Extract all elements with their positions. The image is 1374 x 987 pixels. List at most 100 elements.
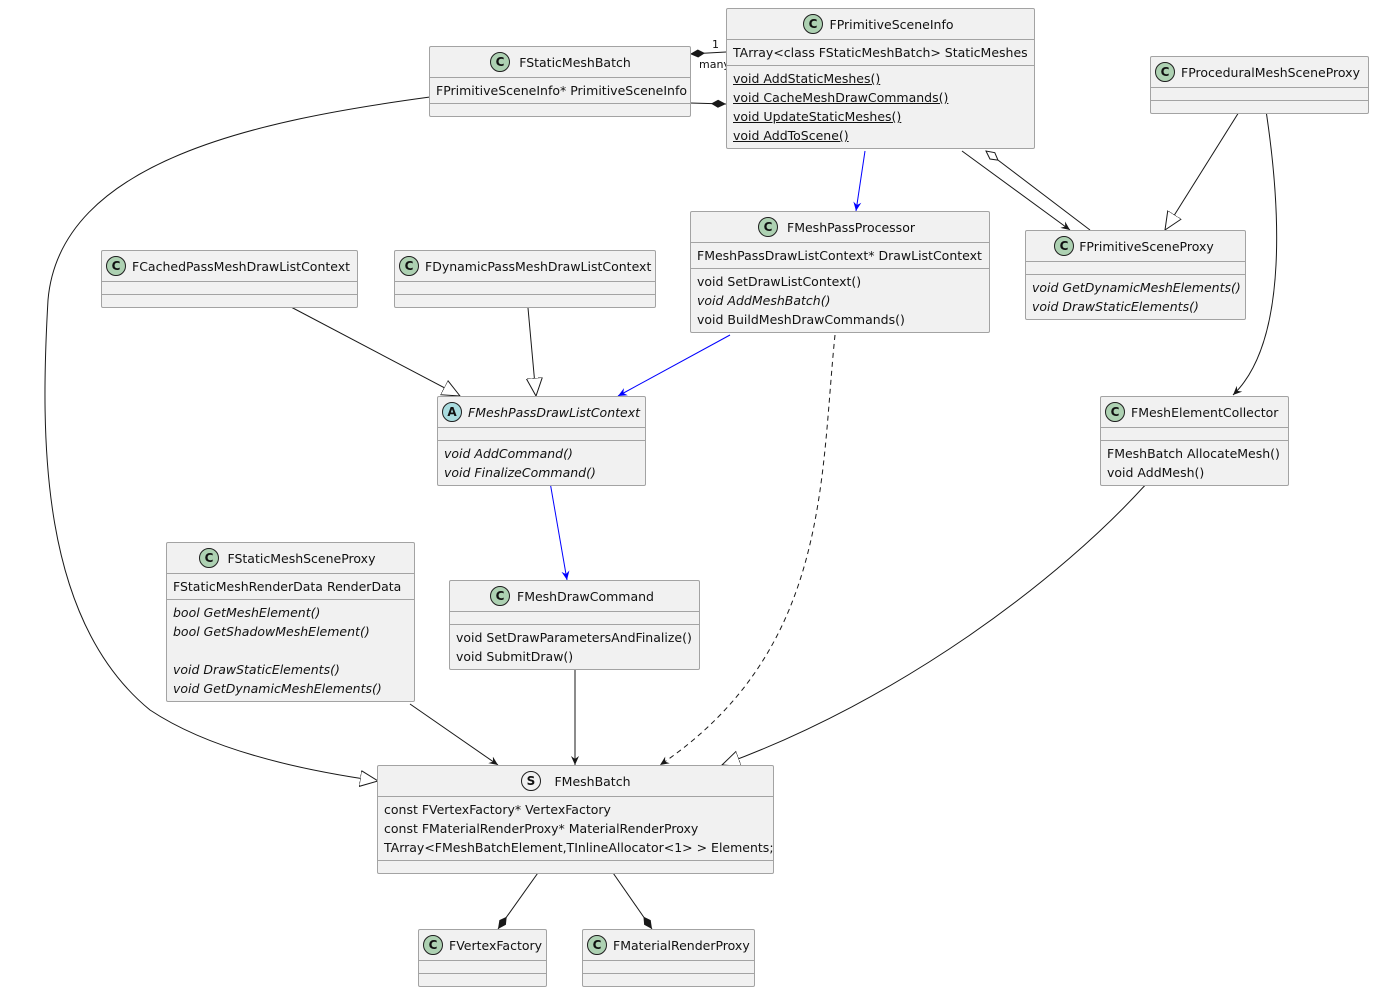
- class-name: FMeshDrawCommand: [517, 588, 654, 604]
- class-methods: void SetDrawParametersAndFinalize() void…: [450, 625, 699, 669]
- class-methods: FMeshBatch AllocateMesh() void AddMesh(): [1101, 441, 1288, 485]
- method: bool GetMeshElement(): [173, 605, 321, 620]
- class-methods: [102, 295, 357, 307]
- class-methods: [378, 861, 773, 873]
- rel-sceneproxy-aggregation-sceneinfo: [986, 151, 1091, 231]
- mult-many-label: many: [699, 58, 730, 71]
- class-stereotype-icon: C: [106, 256, 126, 276]
- class-fmeshdrawcommand[interactable]: C FMeshDrawCommand void SetDrawParameter…: [449, 580, 700, 670]
- class-methods: void GetDynamicMeshElements() void DrawS…: [1026, 275, 1245, 319]
- method: void GetDynamicMeshElements(): [173, 681, 382, 696]
- rel-staticproxy-meshbatch: [409, 703, 499, 766]
- method: void DrawStaticElements(): [173, 662, 340, 677]
- method: void BuildMeshDrawCommands(): [697, 312, 905, 327]
- rel-context-drawcommand: [549, 481, 570, 581]
- method: bool GetShadowMeshElement(): [173, 624, 370, 639]
- class-header: C FDynamicPassMeshDrawListContext: [395, 251, 655, 282]
- class-fstaticmeshbatch[interactable]: C FStaticMeshBatch FPrimitiveSceneInfo* …: [429, 46, 691, 117]
- class-stereotype-icon: C: [1105, 402, 1125, 422]
- class-header: C FMeshPassProcessor: [691, 212, 989, 243]
- class-methods: [395, 295, 655, 307]
- field: const FVertexFactory* VertexFactory: [384, 802, 611, 817]
- field: TArray<class FStaticMeshBatch> StaticMes…: [733, 45, 1028, 60]
- class-name: FMeshBatch: [554, 773, 631, 789]
- class-stereotype-icon: C: [423, 935, 443, 955]
- class-name: FVertexFactory: [449, 937, 543, 953]
- class-header: C FVertexFactory: [419, 930, 546, 961]
- class-fcachedpassmeshdrawlistcontext[interactable]: C FCachedPassMeshDrawListContext: [101, 250, 358, 308]
- rel-cached-extends-context: [271, 296, 460, 396]
- class-fields: [1026, 262, 1245, 275]
- class-fmaterialrenderproxy[interactable]: C FMaterialRenderProxy: [582, 929, 755, 987]
- class-stereotype-icon: C: [587, 935, 607, 955]
- class-methods: [1151, 101, 1368, 113]
- mult-one-label: 1: [712, 38, 719, 51]
- class-name: FStaticMeshSceneProxy: [227, 550, 376, 566]
- class-fields: [438, 428, 645, 441]
- class-header: A FMeshPassDrawListContext: [438, 397, 645, 428]
- class-fields: [583, 961, 754, 974]
- rel-meshbatch-vertexfactory: [497, 869, 541, 930]
- class-name: FCachedPassMeshDrawListContext: [132, 258, 351, 274]
- rel-meshbatch-materialproxy: [610, 869, 653, 930]
- class-fprimitivesceneproxy[interactable]: C FPrimitiveSceneProxy void GetDynamicMe…: [1025, 230, 1246, 320]
- class-stereotype-icon: C: [803, 14, 823, 34]
- field: FStaticMeshRenderData RenderData: [173, 579, 402, 594]
- class-fields: [102, 282, 357, 295]
- class-fields: FMeshPassDrawListContext* DrawListContex…: [691, 243, 989, 269]
- class-header: C FPrimitiveSceneInfo: [727, 9, 1034, 40]
- rel-collector-meshbatch: [722, 481, 1149, 765]
- method: void GetDynamicMeshElements(): [1032, 280, 1241, 295]
- class-methods: [583, 974, 754, 986]
- rel-sceneinfo-passprocessor: [853, 150, 866, 212]
- class-fprimitivesceneinfo[interactable]: C FPrimitiveSceneInfo TArray<class FStat…: [726, 8, 1035, 149]
- class-methods: [430, 104, 690, 116]
- class-fmeshbatch[interactable]: S FMeshBatch const FVertexFactory* Verte…: [377, 765, 774, 874]
- class-fstaticmeshsceneproxy[interactable]: C FStaticMeshSceneProxy FStaticMeshRende…: [166, 542, 415, 702]
- class-fields: FPrimitiveSceneInfo* PrimitiveSceneInfo: [430, 78, 690, 104]
- method: void UpdateStaticMeshes(): [733, 109, 902, 124]
- class-fields: [1151, 88, 1368, 101]
- class-header: C FStaticMeshBatch: [430, 47, 690, 78]
- class-fmeshpassdrawlistcontext[interactable]: A FMeshPassDrawListContext void AddComma…: [437, 396, 646, 486]
- class-fdynamicpassmeshdrawlistcontext[interactable]: C FDynamicPassMeshDrawListContext: [394, 250, 656, 308]
- class-name: FPrimitiveSceneInfo: [829, 16, 954, 32]
- class-methods: bool GetMeshElement() bool GetShadowMesh…: [167, 600, 414, 701]
- method: void AddCommand(): [444, 446, 573, 461]
- class-fproceduralmeshsceneproxy[interactable]: C FProceduralMeshSceneProxy: [1150, 56, 1369, 114]
- rel-dynamic-extends-context: [527, 296, 536, 396]
- class-fields: FStaticMeshRenderData RenderData: [167, 574, 414, 600]
- field: const FMaterialRenderProxy* MaterialRend…: [384, 821, 699, 836]
- class-header: C FMeshDrawCommand: [450, 581, 699, 612]
- rel-staticmeshbatch-sceneinfo: [689, 99, 727, 108]
- class-fvertexfactory[interactable]: C FVertexFactory: [418, 929, 547, 987]
- class-header: C FMeshElementCollector: [1101, 397, 1288, 428]
- class-name: FPrimitiveSceneProxy: [1079, 238, 1214, 254]
- class-stereotype-icon: C: [399, 256, 419, 276]
- method: void SetDrawParametersAndFinalize(): [456, 630, 692, 645]
- class-name: FProceduralMeshSceneProxy: [1181, 64, 1360, 80]
- class-stereotype-icon: C: [758, 217, 778, 237]
- method: void AddToScene(): [733, 128, 849, 143]
- class-fields: TArray<class FStaticMeshBatch> StaticMes…: [727, 40, 1034, 66]
- class-fields: [395, 282, 655, 295]
- class-fmeshpassprocessor[interactable]: C FMeshPassProcessor FMeshPassDrawListCo…: [690, 211, 990, 333]
- method: void AddMeshBatch(): [697, 293, 831, 308]
- class-fmeshelementcollector[interactable]: C FMeshElementCollector FMeshBatch Alloc…: [1100, 396, 1289, 486]
- rel-passprocessor-uses-meshbatch: [659, 334, 836, 766]
- class-stereotype-icon: C: [1054, 236, 1074, 256]
- method: FMeshBatch AllocateMesh(): [1107, 446, 1280, 461]
- class-header: C FPrimitiveSceneProxy: [1026, 231, 1245, 262]
- class-header: C FStaticMeshSceneProxy: [167, 543, 414, 574]
- rel-procedural-collector: [1232, 103, 1278, 396]
- class-name: FDynamicPassMeshDrawListContext: [425, 258, 652, 274]
- class-header: C FMaterialRenderProxy: [583, 930, 754, 961]
- field: FPrimitiveSceneInfo* PrimitiveSceneInfo: [436, 83, 688, 98]
- class-name: FMeshPassProcessor: [787, 219, 915, 235]
- class-stereotype-icon: C: [199, 548, 219, 568]
- class-stereotype-icon: S: [521, 771, 541, 791]
- method: void CacheMeshDrawCommands(): [733, 90, 949, 105]
- class-header: C FCachedPassMeshDrawListContext: [102, 251, 357, 282]
- class-methods: void AddStaticMeshes() void CacheMeshDra…: [727, 66, 1034, 148]
